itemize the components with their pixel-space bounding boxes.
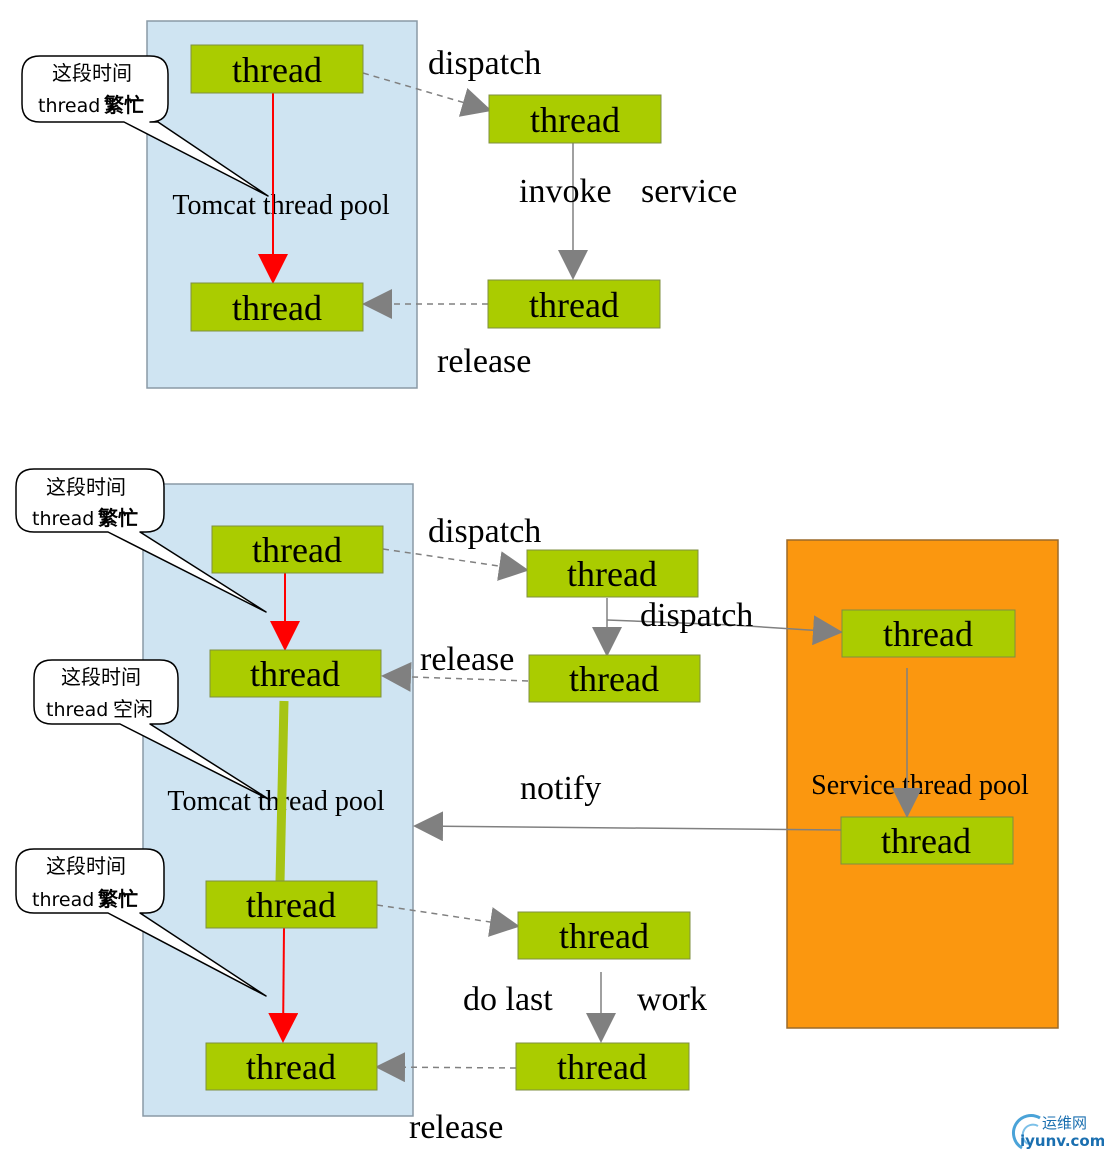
svg-text:繁忙: 繁忙 <box>98 506 138 530</box>
release-connector-3 <box>375 1052 517 1083</box>
svg-text:thread: thread <box>529 285 619 325</box>
thread-box: thread <box>528 654 701 703</box>
thread-box: thread <box>205 880 378 929</box>
svg-text:thread: thread <box>246 1047 336 1087</box>
svg-text:thread: thread <box>46 699 108 721</box>
thread-box: thread <box>517 911 691 960</box>
svg-text:iyunv.com: iyunv.com <box>1020 1132 1104 1150</box>
svg-text:thread: thread <box>559 916 649 956</box>
svg-text:thread: thread <box>232 50 322 90</box>
service-pool-label: Service thread pool <box>811 770 1029 801</box>
thread-box: thread <box>526 549 699 598</box>
svg-text:thread: thread <box>252 530 342 570</box>
thread-box: thread <box>190 282 364 332</box>
thread-box: thread <box>488 94 662 144</box>
svg-text:这段时间: 这段时间 <box>61 665 141 689</box>
notify-label: notify <box>520 770 601 807</box>
thread-box: thread <box>190 44 364 94</box>
release-label-1: release <box>437 343 531 380</box>
svg-text:这段时间: 这段时间 <box>52 61 132 85</box>
invoke-label: invoke <box>519 173 612 210</box>
thread-box: thread <box>515 1042 690 1091</box>
svg-text:thread: thread <box>881 821 971 861</box>
notify-connector <box>413 811 842 842</box>
svg-text:这段时间: 这段时间 <box>46 854 126 878</box>
dispatch-connector-2 <box>382 548 529 581</box>
thread-box: thread <box>209 649 382 698</box>
svg-text:繁忙: 繁忙 <box>98 887 138 911</box>
dispatch-label-3: dispatch <box>640 597 753 634</box>
svg-text:thread: thread <box>883 614 973 654</box>
thread-box: thread <box>205 1042 378 1091</box>
thread-box: thread <box>211 525 384 574</box>
busy-arrow-3 <box>268 927 299 1043</box>
idle-bar <box>275 700 289 883</box>
dispatch-label-2: dispatch <box>428 513 541 550</box>
release-label-3: release <box>409 1109 503 1146</box>
dispatch-label-1: dispatch <box>428 45 541 82</box>
callout-busy-2: 这段时间 thread 繁忙 <box>15 468 267 613</box>
do-last-label: do last <box>463 981 553 1018</box>
service-label: service <box>641 173 737 210</box>
svg-text:thread: thread <box>530 100 620 140</box>
diagram-1: Tomcat thread pool dispatch invoke servi… <box>21 20 737 389</box>
svg-text:thread: thread <box>246 885 336 925</box>
release-connector-2 <box>381 661 529 692</box>
work-label: work <box>637 981 707 1018</box>
thread-box: thread <box>840 816 1014 865</box>
callout-idle: 这段时间 thread 空闲 <box>33 659 271 801</box>
svg-text:thread: thread <box>250 654 340 694</box>
svg-text:thread: thread <box>38 95 100 117</box>
callout-busy-1: 这段时间 thread 繁忙 <box>21 55 269 197</box>
svg-text:繁忙: 繁忙 <box>104 93 144 117</box>
svg-text:thread: thread <box>32 508 94 530</box>
release-label-2: release <box>420 641 514 678</box>
svg-text:thread: thread <box>567 554 657 594</box>
tomcat-pool-label-1: Tomcat thread pool <box>172 190 390 221</box>
watermark-logo: 运维网 iyunv.com <box>1012 1114 1104 1150</box>
dispatch-to-service-connector <box>606 615 843 646</box>
svg-text:thread: thread <box>32 889 94 911</box>
diagram-2: Tomcat thread pool Service thread pool d… <box>15 468 1059 1146</box>
thread-box: thread <box>487 279 661 329</box>
svg-text:thread: thread <box>569 659 659 699</box>
tomcat-pool-label-2: Tomcat thread pool <box>167 786 385 817</box>
callout-busy-3: 这段时间 thread 繁忙 <box>15 848 267 997</box>
do-last-dispatch-connector <box>376 904 520 937</box>
svg-text:这段时间: 这段时间 <box>46 475 126 499</box>
svg-text:运维网: 运维网 <box>1042 1114 1087 1132</box>
svg-text:空闲: 空闲 <box>113 697 153 721</box>
thread-box: thread <box>841 609 1016 658</box>
svg-text:thread: thread <box>232 288 322 328</box>
svg-text:thread: thread <box>557 1047 647 1087</box>
